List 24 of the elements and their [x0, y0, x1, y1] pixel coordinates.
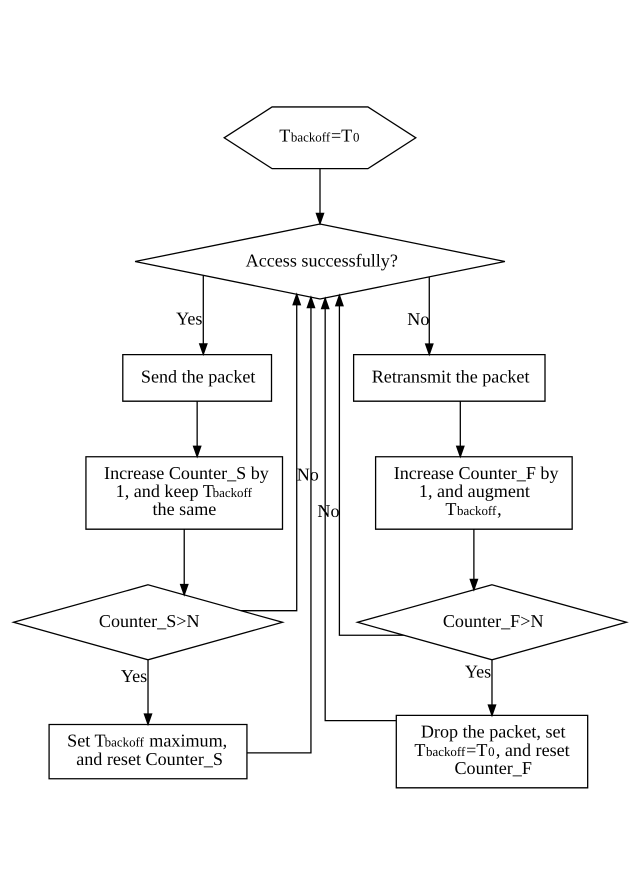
arrow	[315, 168, 325, 226]
node-box: Set Tbackoff maximum, and reset Counter_S	[48, 723, 248, 779]
arrow	[424, 276, 434, 356]
node-box: Send the packet	[122, 353, 272, 402]
node-box: Increase Counter_F by 1, and augment Tbackoff,	[374, 456, 573, 530]
edge-label: Yes	[176, 308, 202, 328]
arrow	[334, 292, 404, 636]
node-box: Drop the packet, set Tbackoff=T0, and reset Counter_F	[396, 714, 588, 788]
edge-label: Yes	[464, 661, 492, 682]
arrow	[487, 660, 497, 717]
node-box: Retransmit the packet	[352, 353, 546, 402]
node-diamond: Counter_F>N	[355, 584, 629, 660]
edge-label: Yes	[120, 666, 148, 686]
node-diamond: Access successfully?	[134, 222, 506, 300]
arrow	[198, 275, 208, 356]
arrow	[320, 296, 396, 721]
arrow	[456, 400, 465, 458]
arrow	[192, 400, 202, 458]
arrow	[247, 294, 316, 754]
arrow	[180, 528, 189, 596]
arrow	[469, 528, 478, 592]
arrow	[143, 660, 153, 726]
arrow	[240, 292, 302, 611]
node-box: Increase Counter_S by 1, and keep Tbackoff the same	[85, 456, 284, 530]
